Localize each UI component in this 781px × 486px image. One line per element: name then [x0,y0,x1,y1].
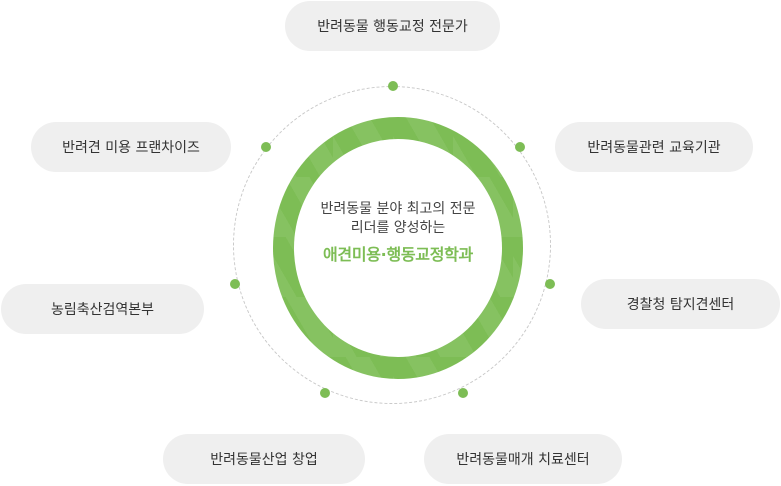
orbit-dot-left [230,279,240,289]
department-title: 애견미용·행동교정학과 [323,245,473,264]
career-label: 반려동물매개 치료센터 [456,452,590,468]
career-pill-quarantine-agency: 농림축산검역본부 [1,284,204,334]
center-text: 반려동물 분야 최고의 전문 리더를 양성하는 애견미용·행동교정학과 [294,200,502,266]
career-pill-behavior-expert: 반려동물 행동교정 전문가 [285,1,500,51]
orbit-dot-lower-right [458,388,468,398]
career-pill-startup: 반려동물산업 창업 [163,434,365,484]
orbit-dot-upper-right [515,142,525,152]
orbit-dot-lower-left [320,388,330,398]
center-line-1: 반려동물 분야 최고의 전문 [320,201,476,217]
career-label: 반려견 미용 프랜차이즈 [62,140,200,156]
center-circle [294,139,502,357]
career-label: 반려동물관련 교육기관 [587,140,721,156]
career-label: 농림축산검역본부 [50,302,155,318]
career-label: 반려동물산업 창업 [210,452,318,468]
career-pill-education-institute: 반려동물관련 교육기관 [555,122,753,172]
career-pill-grooming-franchise: 반려견 미용 프랜차이즈 [31,122,231,172]
orbit-dot-right [545,279,555,289]
orbit-dot-upper-left [261,142,271,152]
career-pill-police-detection-center: 경찰청 탐지견센터 [581,279,780,329]
orbit-dot-top [388,81,398,91]
career-pill-therapy-center: 반려동물매개 치료센터 [424,434,622,484]
center-line-2: 리더를 양성하는 [350,220,446,236]
career-label: 경찰청 탐지견센터 [626,297,735,313]
career-label: 반려동물 행동교정 전문가 [317,19,468,35]
